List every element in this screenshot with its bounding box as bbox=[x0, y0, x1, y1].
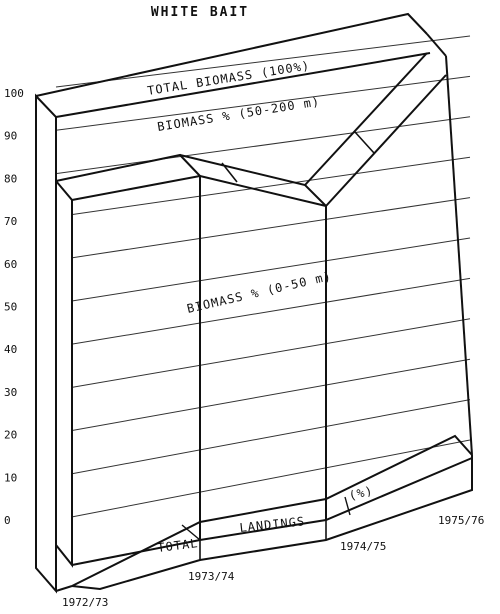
shallow-ridge-2 bbox=[221, 162, 238, 183]
series-label: BIOMASS % (0-50 m) bbox=[186, 269, 333, 316]
y-tick-label: 40 bbox=[4, 343, 17, 356]
landings-ridge-1 bbox=[181, 524, 201, 541]
gridline-10 bbox=[55, 399, 471, 478]
landings-annotation: (%) bbox=[347, 483, 374, 503]
shallow-top-2-back bbox=[179, 154, 327, 207]
landings-annotation: LANDINGS bbox=[239, 514, 306, 535]
total-biomass-right-edge bbox=[426, 33, 447, 57]
y-tick-label: 0 bbox=[4, 514, 11, 527]
x-category-label: 1975/76 bbox=[438, 514, 484, 527]
total-biomass-top-front bbox=[55, 52, 431, 118]
shallow-top-2-front bbox=[199, 175, 327, 207]
y-tick-label: 80 bbox=[4, 172, 17, 185]
right-wall-edge bbox=[445, 55, 473, 456]
base-front bbox=[71, 455, 473, 591]
y-tick-label: 50 bbox=[4, 301, 17, 314]
chart-title: WHITE BAIT bbox=[151, 5, 249, 20]
landings-corner bbox=[55, 585, 73, 592]
chart-labels: 1972/73 1973/74 1974/75 1975/76 WHITE BAIT TO… bbox=[62, 5, 484, 609]
left-wall bbox=[35, 93, 57, 594]
gridline-50 bbox=[55, 237, 471, 304]
y-tick-label: 60 bbox=[4, 258, 17, 271]
gridline-90 bbox=[55, 75, 471, 131]
gridline-20 bbox=[55, 358, 471, 434]
x-category-label: 1972/73 bbox=[62, 596, 108, 609]
y-tick-label: 30 bbox=[4, 386, 17, 399]
y-axis-ticks: 0 10 20 30 40 50 60 70 80 90 100 bbox=[4, 87, 24, 527]
gridline-30 bbox=[55, 318, 471, 391]
y-tick-label: 20 bbox=[4, 429, 17, 442]
y-tick-label: 70 bbox=[4, 215, 17, 228]
gridline-100 bbox=[55, 35, 471, 88]
y-tick-label: 10 bbox=[4, 471, 17, 484]
y-tick-label: 100 bbox=[4, 87, 24, 100]
landings-top-back bbox=[71, 434, 473, 587]
gridline-40 bbox=[55, 277, 471, 348]
shallow-front-side bbox=[55, 178, 73, 568]
landings-ridge-3 bbox=[344, 496, 351, 516]
shallow-ridge-3 bbox=[354, 131, 375, 154]
chart-outline bbox=[35, 12, 473, 594]
shallow-top-3-back bbox=[304, 52, 428, 186]
gridline-70 bbox=[55, 156, 471, 218]
shallow-top-3-front bbox=[325, 74, 447, 207]
gridline-60 bbox=[55, 197, 471, 261]
shallow-top-1 bbox=[55, 153, 202, 201]
landings-annotation: TOTAL bbox=[157, 536, 200, 555]
x-category-label: 1974/75 bbox=[340, 540, 386, 553]
total-biomass-top-back bbox=[35, 12, 428, 97]
x-category-label: 1973/74 bbox=[188, 570, 235, 583]
grid bbox=[55, 35, 471, 521]
gridline-80 bbox=[55, 116, 471, 175]
y-tick-label: 90 bbox=[4, 130, 17, 143]
landings-top-front bbox=[71, 457, 473, 566]
gridline-0 bbox=[55, 439, 471, 521]
